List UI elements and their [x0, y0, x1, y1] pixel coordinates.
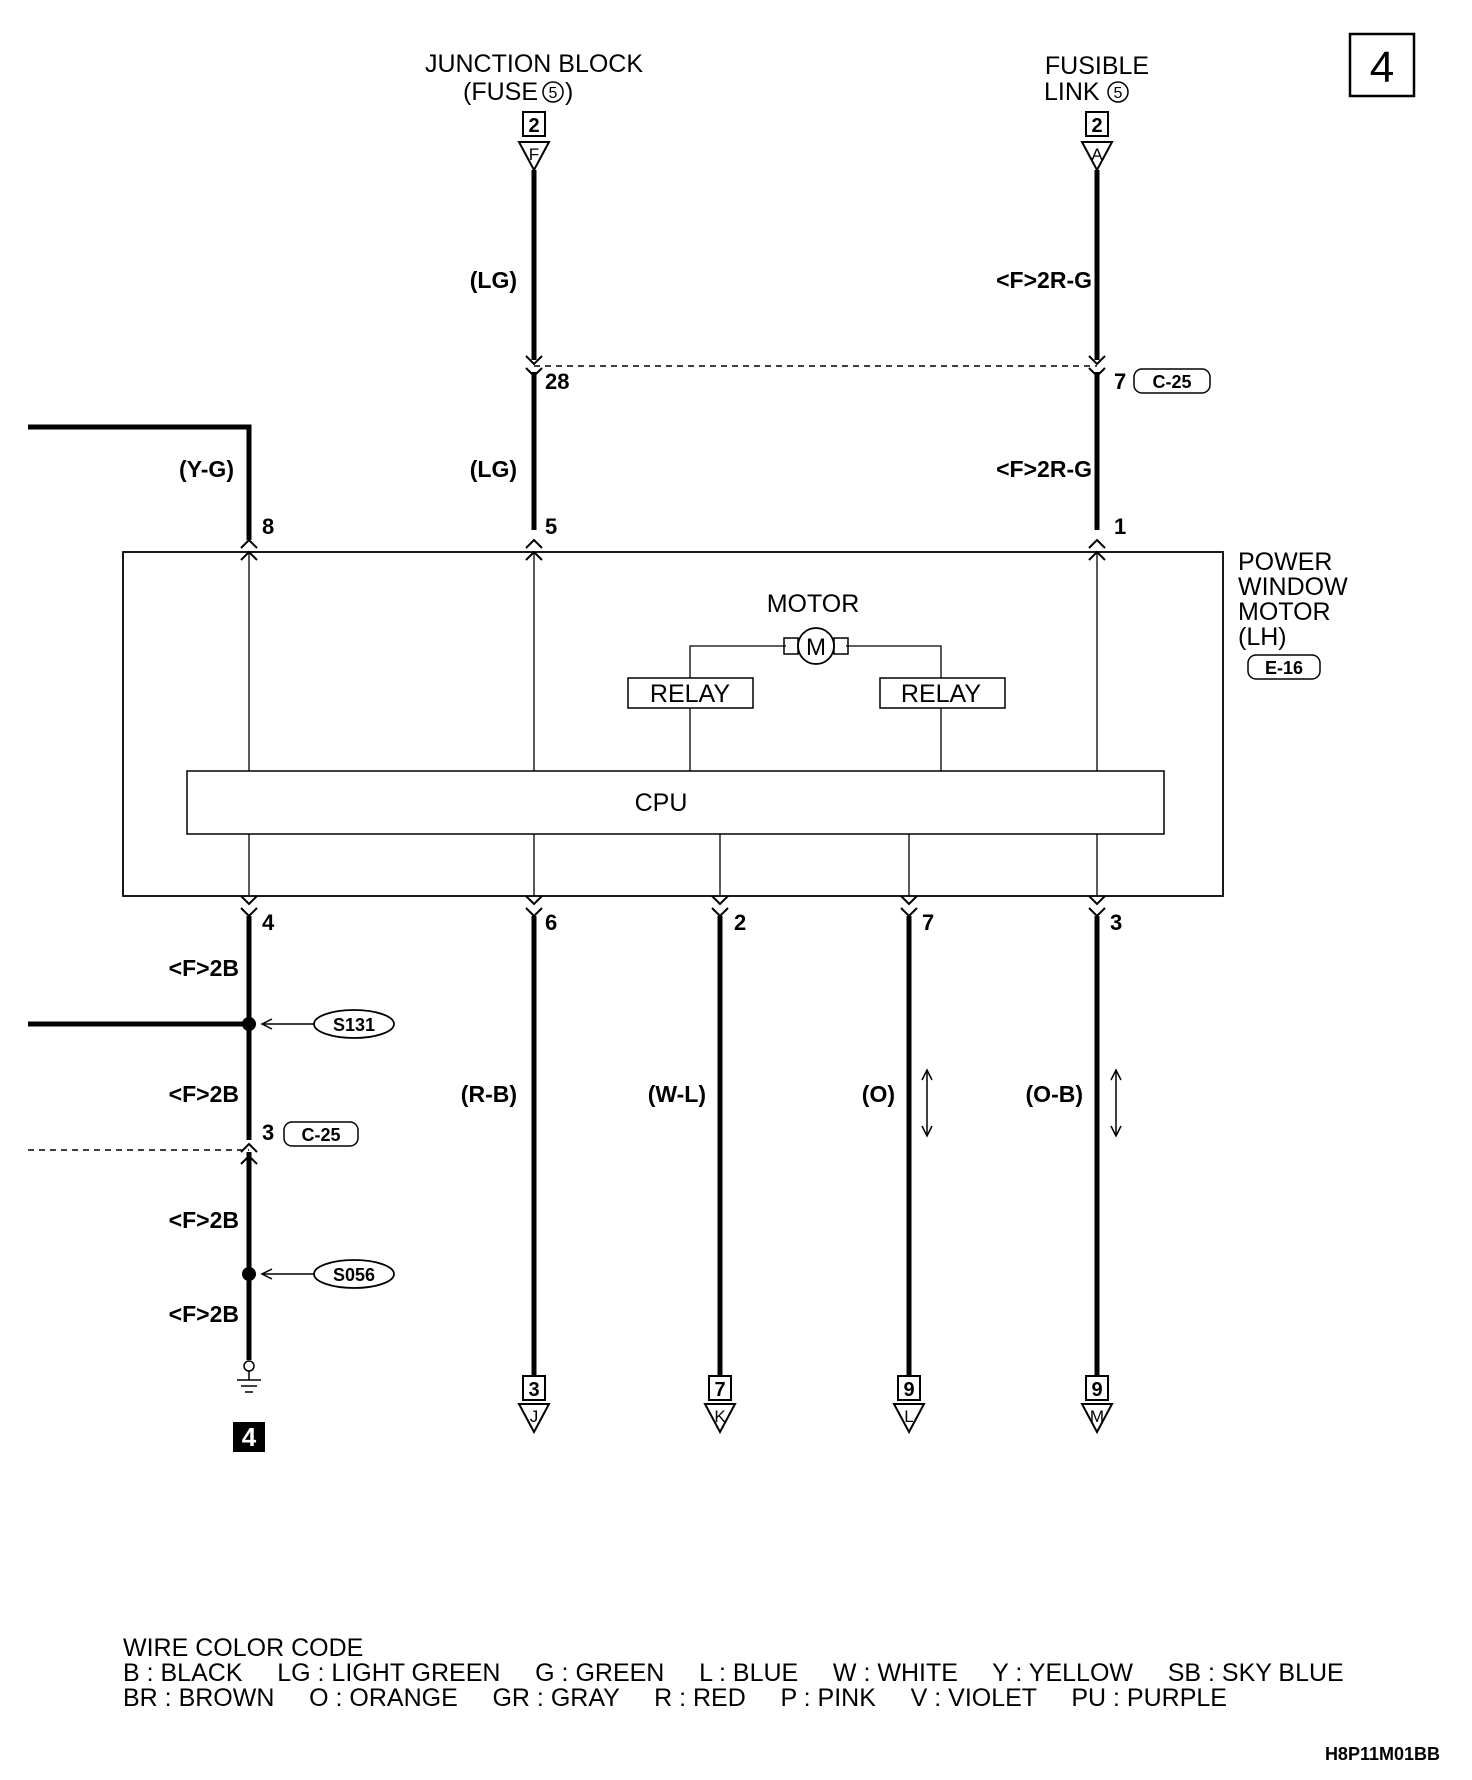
offpage-connector-m: 9 M — [1080, 1375, 1114, 1435]
junction-connector-box — [522, 111, 546, 137]
e16-connector-box — [1247, 654, 1321, 680]
fuse-close-paren: ) — [565, 78, 573, 106]
splice-s131: S131 — [242, 1009, 395, 1039]
pin-1: 1 — [1114, 514, 1126, 539]
junction-block-label: JUNCTION BLOCK — [425, 50, 643, 78]
cpu-box — [186, 770, 1165, 835]
junction-block-source: JUNCTION BLOCK (FUSE 5 ) 2 F — [425, 50, 643, 173]
wire-color-legend: WIRE COLOR CODE B : BLACK LG : LIGHT GRE… — [123, 1634, 1344, 1712]
fusible-link-label-2: LINK — [1044, 78, 1100, 106]
svg-text:9: 9 — [903, 1379, 914, 1401]
fusible-terminal-triangle — [1080, 141, 1114, 173]
pin-8: 8 — [262, 514, 274, 539]
relay-right-label: RELAY — [901, 680, 981, 708]
fusible-connector-number: 2 — [1091, 115, 1102, 137]
fusible-link-label: FUSIBLE — [1045, 52, 1149, 80]
fuse-number-circle — [542, 81, 564, 103]
motor-icon — [797, 627, 835, 665]
lower-wires — [28, 916, 1122, 1376]
pin-7-c25: 7 — [1114, 369, 1126, 394]
component-outline — [122, 551, 1224, 897]
motor-label: MOTOR — [767, 590, 860, 618]
wire-color-f2b-2: <F>2B — [169, 1081, 239, 1107]
pin-28: 28 — [545, 369, 569, 394]
e16-connector-label: E-16 — [1265, 658, 1303, 678]
wire-color-2rg-upper: <F>2R-G — [996, 267, 1092, 293]
page-number: 4 — [1370, 43, 1394, 92]
wire-color-o: (O) — [862, 1081, 895, 1107]
wire-color-f2b-4: <F>2B — [169, 1301, 239, 1327]
wire-color-yg: (Y-G) — [179, 456, 234, 482]
power-window-motor-unit: MOTOR M RELAY RELAY CPU POWER WINDOW MOT… — [122, 548, 1348, 897]
figure-code: H8P11M01BB — [1325, 1744, 1440, 1764]
junction-terminal-triangle — [517, 141, 551, 173]
pin-6: 6 — [545, 910, 557, 935]
legend-row-1: B : BLACK LG : LIGHT GREEN G : GREEN L :… — [123, 1659, 1344, 1687]
c25-top-label: C-25 — [1152, 372, 1191, 392]
wire-color-f2b-3: <F>2B — [169, 1207, 239, 1233]
c25-bottom-label: C-25 — [301, 1125, 340, 1145]
page-number-box: 4 — [1348, 32, 1416, 98]
svg-text:J: J — [530, 1407, 539, 1426]
fusible-terminal-letter: A — [1091, 145, 1103, 164]
c25-bottom-box — [283, 1121, 359, 1147]
link-number: 5 — [1114, 85, 1123, 102]
wire-color-2rg-lower: <F>2R-G — [996, 456, 1092, 482]
bottom-exit-chevrons — [240, 895, 1106, 918]
component-name-line-3: MOTOR — [1238, 598, 1331, 626]
motor-symbol: M — [806, 634, 826, 661]
pin-2: 2 — [734, 910, 746, 935]
wire-color-wl: (W-L) — [648, 1081, 706, 1107]
legend-row-2: BR : BROWN O : ORANGE GR : GRAY R : RED … — [123, 1684, 1227, 1712]
fusible-link-source: FUSIBLE LINK 5 2 A — [1044, 52, 1149, 173]
pin-7: 7 — [922, 910, 934, 935]
pin-4: 4 — [262, 910, 275, 935]
cpu-label: CPU — [635, 789, 688, 817]
wire-color-rb: (R-B) — [461, 1081, 517, 1107]
component-name-line-4: (LH) — [1238, 623, 1287, 651]
splice-s131-label: S131 — [333, 1015, 375, 1035]
wire-color-ob: (O-B) — [1026, 1081, 1083, 1107]
svg-text:K: K — [714, 1407, 726, 1426]
svg-text:L: L — [904, 1407, 913, 1426]
junction-block-fuse-label: (FUSE — [463, 78, 538, 106]
ground-icon — [237, 1360, 261, 1393]
upper-wires — [28, 170, 1106, 540]
pin-5: 5 — [545, 514, 557, 539]
relay-left-box — [627, 677, 754, 709]
splice-s056-label: S056 — [333, 1265, 375, 1285]
pin-3: 3 — [1110, 910, 1122, 935]
link-number-circle — [1107, 81, 1129, 103]
splice-s056: S056 — [242, 1259, 395, 1289]
motor-terminal-left — [783, 637, 799, 655]
svg-text:9: 9 — [1091, 1379, 1102, 1401]
fusible-connector-box — [1085, 111, 1109, 137]
wire-color-lg-lower: (LG) — [470, 456, 517, 482]
component-name-line-2: WINDOW — [1238, 573, 1348, 601]
junction-terminal-letter: F — [529, 145, 539, 164]
fuse-number: 5 — [549, 85, 558, 102]
junction-connector-number: 2 — [528, 115, 539, 137]
svg-text:7: 7 — [714, 1379, 725, 1401]
relay-left-label: RELAY — [650, 680, 730, 708]
offpage-connector-j: 3 J — [517, 1375, 551, 1435]
svg-text:M: M — [1090, 1407, 1104, 1426]
component-name-line-1: POWER — [1238, 548, 1332, 576]
pin-3-c25: 3 — [262, 1120, 274, 1145]
c25-top-box — [1133, 368, 1211, 394]
wire-color-lg-upper: (LG) — [470, 267, 517, 293]
motor-terminal-right — [833, 637, 849, 655]
relay-right-box — [879, 677, 1006, 709]
ground-id: 4 — [242, 1422, 257, 1452]
legend-title: WIRE COLOR CODE — [123, 1634, 363, 1662]
top-entry-chevrons — [240, 538, 1106, 561]
offpage-connector-l: 9 L — [892, 1375, 926, 1435]
wire-color-f2b-1: <F>2B — [169, 955, 239, 981]
offpage-connector-k: 7 K — [703, 1375, 737, 1435]
ground-id-box — [233, 1422, 265, 1452]
svg-text:3: 3 — [528, 1379, 539, 1401]
